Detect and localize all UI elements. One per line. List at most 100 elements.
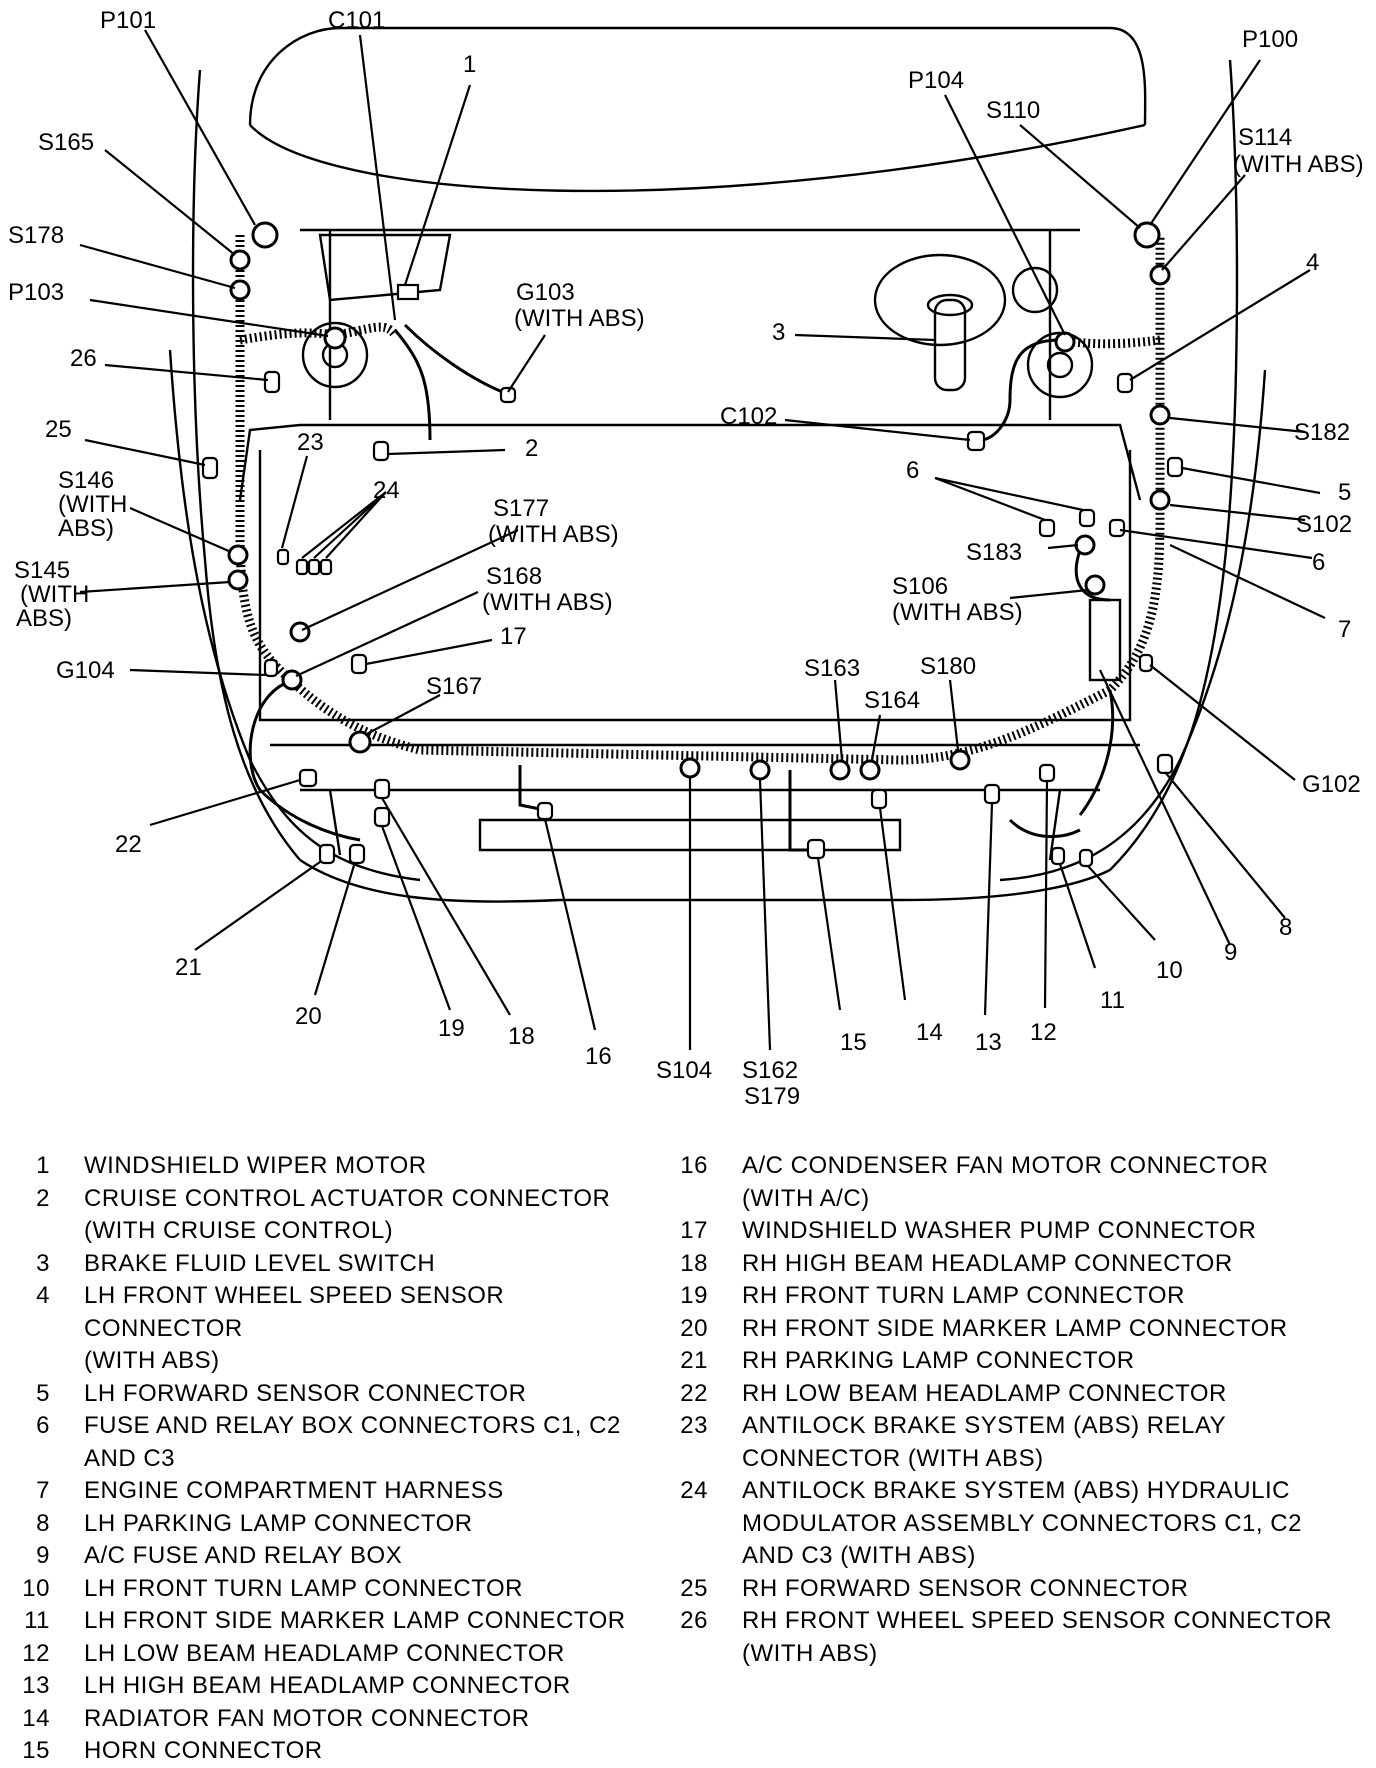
legend-item-number: 23: [680, 1412, 708, 1439]
legend-item-text: A/C CONDENSER FAN MOTOR CONNECTOR (WITH …: [742, 1152, 1269, 1212]
legend-item-number: 22: [680, 1379, 708, 1407]
label-6b: 6: [1312, 549, 1325, 576]
label-s114: S114: [1238, 124, 1292, 151]
legend-item-number: 13: [22, 1672, 50, 1699]
legend-item-text: RH FRONT SIDE MARKER LAMP CONNECTOR: [742, 1314, 1288, 1342]
label-16: 16: [585, 1043, 612, 1070]
legend-item-number: 3: [36, 1249, 50, 1277]
label-s178: S178: [8, 222, 64, 249]
legend-item-text: RH FRONT TURN LAMP CONNECTOR: [742, 1282, 1185, 1309]
legend-item-number: 12: [22, 1639, 50, 1667]
splice-p101: [251, 221, 279, 249]
connector-15: [806, 838, 826, 860]
connector-14: [870, 788, 888, 810]
label-25: 25: [45, 416, 72, 443]
label-22: 22: [115, 831, 142, 858]
label-13: 13: [975, 1029, 1002, 1056]
legend-item-text: LH PARKING LAMP CONNECTOR: [84, 1509, 473, 1537]
legend-item-text: LH HIGH BEAM HEADLAMP CONNECTOR: [84, 1672, 571, 1699]
label-s177: S177: [493, 495, 549, 522]
splice-s162: [749, 759, 771, 781]
label-6a: 6: [906, 457, 919, 484]
splice-s182: [1149, 404, 1171, 426]
label-s164: S164: [864, 687, 920, 714]
label-s168: S168: [486, 563, 542, 590]
legend-item-text: HORN CONNECTOR: [84, 1737, 323, 1764]
label-s168-note: (WITH ABS): [482, 589, 613, 616]
legend-item: 20 RH FRONT SIDE MARKER LAMP CONNECTOR: [658, 1313, 1368, 1346]
legend-item-text: RH FRONT WHEEL SPEED SENSOR CONNECTOR (W…: [742, 1607, 1333, 1667]
legend-item-number: 5: [36, 1379, 50, 1407]
wiper-motor: [318, 233, 452, 302]
legend-item-number: 14: [22, 1704, 50, 1732]
label-11: 11: [1100, 987, 1125, 1014]
connector-6a: [1038, 518, 1056, 538]
label-p100: P100: [1242, 26, 1298, 53]
legend-item-number: 10: [22, 1574, 50, 1602]
legend-item-text: LH FORWARD SENSOR CONNECTOR: [84, 1379, 527, 1407]
legend-item-number: 24: [680, 1477, 708, 1504]
legend-item-number: 15: [22, 1737, 50, 1764]
splice-s146: [227, 544, 249, 566]
splices: [227, 221, 1171, 781]
splice-s114: [1149, 264, 1171, 286]
connector-21: [318, 843, 336, 865]
label-20: 20: [295, 1003, 322, 1030]
splice-s183: [1074, 534, 1096, 556]
connector-25: [201, 456, 219, 480]
label-s163: S163: [804, 655, 860, 682]
label-12: 12: [1030, 1019, 1057, 1046]
label-g102: G102: [1302, 771, 1361, 798]
legend-item-number: 2: [36, 1184, 50, 1212]
label-4: 4: [1306, 249, 1319, 276]
label-s110: S110: [986, 97, 1040, 124]
label-s146-note2: ABS): [58, 515, 114, 542]
splice-p100: [1133, 221, 1161, 249]
connectors: [201, 370, 1184, 868]
label-p104: P104: [908, 67, 964, 94]
label-s145-note2: ABS): [16, 605, 72, 632]
legend-item-text: ENGINE COMPARTMENT HARNESS: [84, 1477, 504, 1504]
label-19: 19: [438, 1015, 465, 1042]
label-17: 17: [500, 623, 527, 650]
connector-20: [348, 843, 366, 865]
connector-g102: [1138, 653, 1154, 673]
legend-item-text: WINDSHIELD WIPER MOTOR: [84, 1152, 427, 1179]
label-p101: P101: [100, 7, 156, 34]
connector-11: [1050, 846, 1066, 866]
legend-item-text: LH FRONT TURN LAMP CONNECTOR: [84, 1574, 523, 1602]
splice-s102: [1149, 489, 1171, 511]
connector-4: [1116, 372, 1134, 394]
label-23: 23: [297, 429, 324, 456]
splice-p104: [1054, 331, 1076, 353]
connector-19: [373, 806, 391, 828]
legend-item-number: 9: [36, 1542, 50, 1569]
connector-2: [372, 440, 390, 462]
legend-item-number: 20: [680, 1314, 708, 1342]
label-5: 5: [1338, 479, 1351, 506]
legend-item-text: CRUISE CONTROL ACTUATOR CONNECTOR (WITH …: [84, 1184, 611, 1245]
splice-s167: [348, 730, 372, 754]
ac-fuse-relay-box: [1088, 598, 1122, 682]
legend-item-number: 4: [36, 1282, 50, 1309]
brake-master-cylinder: [873, 253, 1059, 392]
legend-item-text: LH FRONT SIDE MARKER LAMP CONNECTOR: [84, 1607, 626, 1634]
connector-18: [373, 778, 391, 800]
legend-item-text: LH LOW BEAM HEADLAMP CONNECTOR: [84, 1639, 565, 1667]
legend-item-number: 21: [680, 1347, 708, 1374]
splice-s165: [229, 249, 251, 271]
label-s146: S146: [58, 467, 114, 494]
label-10: 10: [1156, 957, 1183, 984]
label-s177-note: (WITH ABS): [488, 521, 619, 548]
legend-item-text: RH LOW BEAM HEADLAMP CONNECTOR: [742, 1379, 1227, 1407]
